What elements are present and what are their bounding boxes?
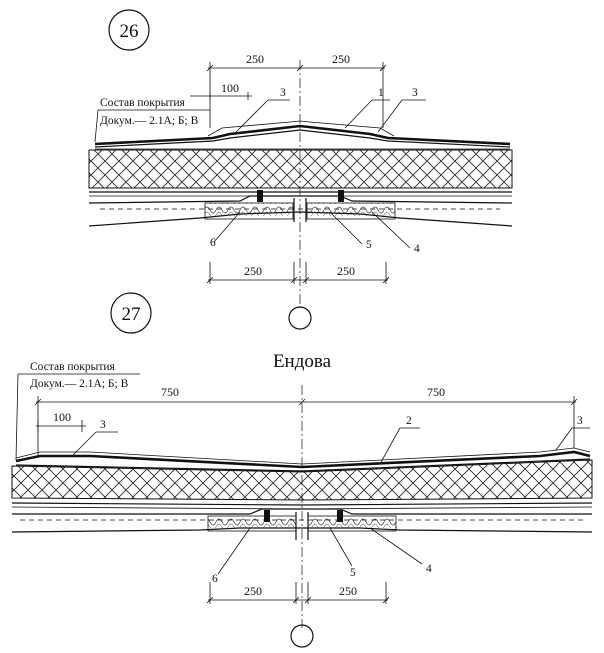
callout-4: 4	[426, 563, 432, 575]
coating-note: Состав покрытия Докум.— 2.1А; Б; В	[15, 361, 140, 461]
bolt-left	[264, 510, 270, 522]
top-dimension: 250 250	[206, 52, 387, 128]
callout-3-left: 3	[100, 419, 106, 431]
dim-top-right: 750	[427, 385, 445, 399]
detail-number-circle	[108, 9, 150, 51]
coating-label-line2: Докум.— 2.1А; Б; В	[30, 378, 129, 390]
coating-label-line1: Состав покрытия	[100, 97, 186, 109]
dim-top-left: 750	[161, 385, 179, 399]
axis-marker	[290, 624, 314, 648]
callouts: 3 1 3 6 5 4	[210, 87, 426, 255]
wool-pad-right	[307, 515, 397, 532]
insulation-layer	[11, 459, 593, 501]
callouts: 3 2 3 6 5 4	[71, 415, 590, 585]
base-layers	[88, 191, 513, 227]
detail-27: 27 Ендова Состав покрытия Докум.— 2.1А; …	[11, 292, 593, 648]
base-layers	[11, 502, 593, 533]
detail-number: 26	[120, 21, 139, 42]
dim-bottom-left: 250	[244, 264, 262, 278]
detail-26: 26 250 250 100 Состав покрытия Докум.— 2…	[88, 9, 513, 330]
dim-small: 100	[221, 81, 239, 95]
bolt-right	[337, 510, 343, 522]
detail-title: Ендова	[273, 351, 332, 372]
bottom-dimension: 250 250	[206, 582, 390, 604]
callout-5: 5	[350, 567, 356, 579]
dim-top-right: 250	[332, 52, 350, 66]
callout-3-left: 3	[280, 87, 286, 99]
insulation-layer	[88, 149, 513, 189]
bottom-dimension: 250 250	[206, 262, 390, 284]
dim-top-left: 250	[246, 52, 264, 66]
detail-number-circle	[110, 292, 152, 334]
callout-5: 5	[366, 239, 372, 251]
axis-marker	[288, 306, 312, 330]
detail-number: 27	[122, 304, 141, 325]
callout-3-right: 3	[412, 87, 418, 99]
roof-membrane	[94, 120, 511, 150]
dim-bottom-right: 250	[337, 264, 355, 278]
wool-pad-left	[207, 515, 297, 532]
dim-bottom-right: 250	[339, 584, 357, 598]
wool-pad-right	[306, 202, 396, 220]
callout-6: 6	[212, 573, 218, 585]
coating-label-line1: Состав покрытия	[30, 361, 116, 373]
callout-2: 2	[406, 415, 412, 427]
coating-label-line2: Докум.— 2.1А; Б; В	[100, 115, 199, 127]
coating-note: Состав покрытия Докум.— 2.1А; Б; В	[94, 97, 210, 143]
roof-membrane	[15, 447, 591, 472]
top-dimension: 750 750	[34, 385, 578, 458]
bolt-right	[338, 190, 344, 202]
callout-3-right: 3	[577, 415, 583, 427]
callout-6: 6	[210, 237, 216, 249]
bolt-left	[257, 190, 263, 202]
dim-small: 100	[53, 410, 71, 424]
callout-4: 4	[414, 243, 420, 255]
wool-pad-left	[204, 202, 294, 220]
small-dimension: 100	[190, 81, 252, 100]
dim-bottom-left: 250	[244, 584, 262, 598]
small-dimension: 100	[36, 410, 86, 432]
callout-1: 1	[378, 87, 384, 99]
